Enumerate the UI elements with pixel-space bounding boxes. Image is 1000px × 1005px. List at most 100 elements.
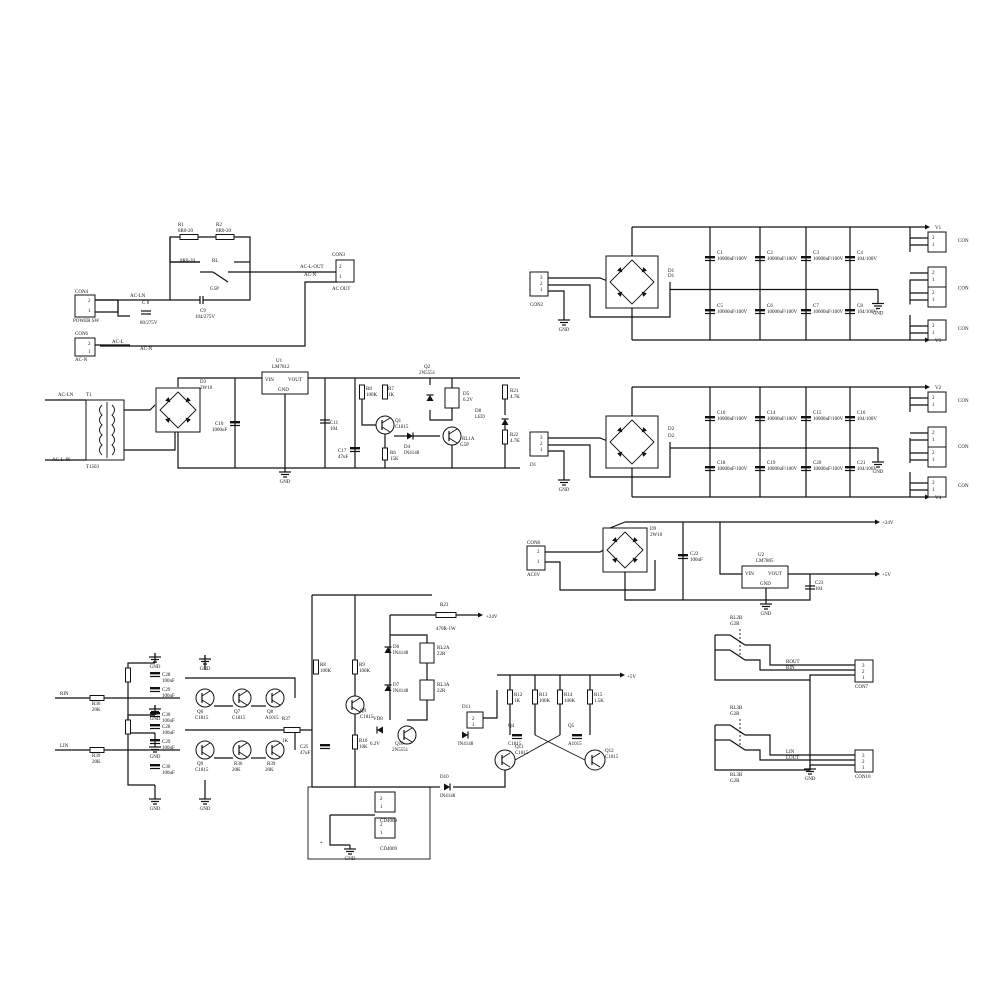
r7-ref: R7 (388, 387, 394, 392)
d6-ref: D6 (393, 645, 400, 650)
cap-value: 104/100V (857, 467, 877, 472)
bridge-diode (165, 417, 171, 423)
bridge-rectifier (602, 527, 648, 573)
transistor-collector (271, 690, 281, 697)
ro-pin3: 3 (862, 664, 865, 669)
rb-ref: R8 (320, 663, 326, 668)
u1-ref: U1 (276, 359, 283, 364)
u2-box (741, 565, 789, 589)
diode (384, 647, 392, 653)
input-q-value: C1815 (232, 716, 246, 721)
transformer-primary (99, 404, 103, 456)
c22-value: 100uF (690, 558, 703, 563)
con3-pin2: 2 (339, 265, 342, 270)
relay-out-contact (729, 724, 746, 736)
ecap-plate (755, 466, 765, 469)
ecap-plate (150, 672, 160, 675)
resistor (215, 234, 235, 240)
cap-value: 10000uF/100V (767, 310, 798, 315)
transistor (397, 725, 417, 745)
cap-ref: C6 (767, 304, 773, 309)
cin-ref3: C30 (162, 713, 171, 718)
transistor-emitter (238, 699, 248, 706)
ecap-plate (845, 416, 855, 419)
transistor (494, 749, 516, 771)
qa-ref: Q9 (360, 709, 367, 714)
qa-value: C1815 (360, 715, 374, 720)
ecap-plate (845, 309, 855, 312)
rail-v3: V3 (935, 339, 942, 344)
resistor (89, 747, 105, 753)
resistor (89, 695, 105, 701)
wire (124, 404, 156, 411)
d11-ref: D11 (462, 705, 471, 710)
d1-label: D1 (668, 269, 675, 274)
resistor (507, 689, 513, 705)
ecap-plate (845, 466, 855, 469)
rail-5v: +5V (882, 573, 891, 578)
supply-connector-ref: D1 (530, 463, 537, 468)
input-net: RIN (60, 692, 69, 697)
cap-ref: C3 (813, 251, 819, 256)
oc-ref: CON (958, 445, 969, 450)
cap-value: 10000uF/100V (767, 417, 798, 422)
oc-pin: 1 (932, 488, 935, 493)
rl3a-coil (419, 679, 435, 701)
sup-pin1: 1 (540, 448, 543, 453)
cap-ref: C2 (767, 251, 773, 256)
bridge-diode (617, 291, 623, 297)
ic-frame (307, 786, 431, 860)
ground-label: GND (559, 328, 570, 333)
oc-pin: 1 (932, 458, 935, 463)
c25-value: 47uF (300, 751, 311, 756)
wire (250, 266, 339, 273)
c10-value: 1000uF (212, 428, 228, 433)
d9-ref: D9 (650, 527, 657, 532)
con8-box (526, 545, 546, 571)
oc-pin: 1 (932, 243, 935, 248)
cap-ref: C16 (857, 411, 866, 416)
q11-value: C1815 (515, 751, 529, 756)
ground-label: GND (150, 807, 161, 812)
cin-value3: 100uF (162, 771, 175, 776)
r37-value: 1K (282, 739, 289, 744)
ecap-plate (801, 309, 811, 312)
c23-ref: C23 (815, 581, 824, 586)
relay-out-value: G2R (730, 622, 740, 627)
r12: R12 (514, 693, 523, 698)
con8-pin2: 2 (537, 550, 540, 555)
wire (548, 290, 565, 316)
transistor-collector (351, 697, 361, 704)
d3-value: 2W10 (200, 386, 213, 391)
oc-pin: 2 (932, 396, 935, 401)
con4-ref: CON4 (75, 290, 89, 295)
cap-value: 10000uF/100V (717, 467, 748, 472)
r12v: 1K (514, 699, 521, 704)
oc-pin: 2 (932, 236, 935, 241)
ic-note-mark: * (320, 842, 323, 847)
bridge-rectifier (605, 415, 659, 469)
transistor (265, 688, 285, 708)
cap-ref: C8 (857, 304, 863, 309)
transistor-collector (591, 752, 601, 759)
cap-ref: C21 (857, 461, 866, 466)
diode-bridge-ref: D1 (668, 274, 675, 279)
ground-label: GND (150, 665, 161, 670)
u2-vin: VIN (745, 572, 754, 577)
bridge-diode (617, 427, 623, 433)
ro-pin2: 2 (862, 760, 865, 765)
cin-ref3: C30 (162, 765, 171, 770)
c10-ref: C10 (215, 422, 224, 427)
u3p2: 2 (380, 797, 383, 802)
sup-pin3: 3 (540, 436, 543, 441)
cap-ref: C1 (717, 251, 723, 256)
transistor-emitter (201, 699, 211, 706)
bridge-diamond (609, 419, 655, 465)
wire (95, 300, 119, 313)
input-q-value: C1815 (195, 768, 209, 773)
rl2a-value: 22R (437, 652, 446, 657)
supply-connector (529, 271, 549, 297)
rl3a-value: 22R (437, 689, 446, 694)
d10-ref: D10 (440, 775, 449, 780)
